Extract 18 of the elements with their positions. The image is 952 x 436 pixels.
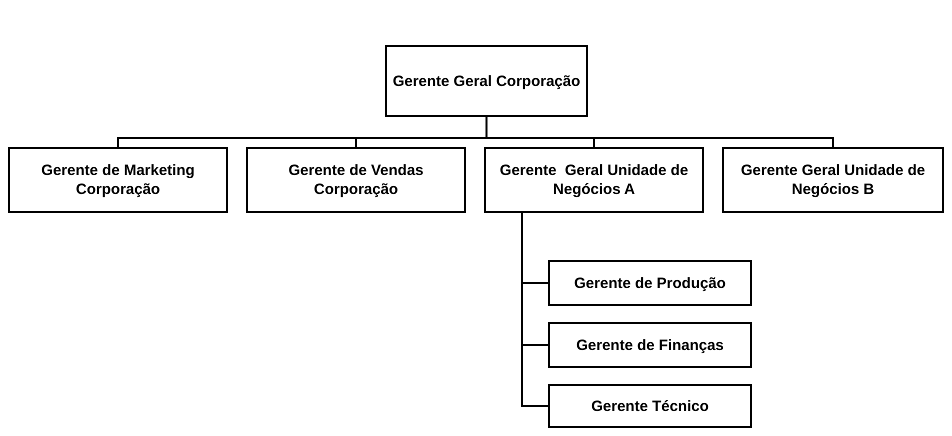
position-box [385, 45, 588, 117]
position-box [722, 147, 944, 213]
position-title: Gerente de Marketing Corporação [40, 161, 196, 199]
position-box [548, 260, 752, 306]
connector-line [486, 117, 834, 147]
position-box [246, 147, 466, 213]
position-title: Gerente Geral Unidade de Negócios B [740, 161, 926, 199]
position-title: Gerente Técnico [590, 396, 710, 416]
connector-line [521, 213, 548, 407]
position-title: Gerente de Finanças [575, 336, 725, 354]
position-title: Gerente Geral Corporação [392, 72, 582, 90]
position-title: Gerente de Produção [573, 274, 727, 292]
position-title: Gerente de Vendas Corporação [287, 161, 425, 199]
position-box [548, 384, 752, 428]
position-box [548, 322, 752, 368]
position-title: Gerente Geral Unidade de Negócios A [498, 161, 690, 199]
position-box [8, 147, 228, 213]
position-box [484, 147, 704, 213]
